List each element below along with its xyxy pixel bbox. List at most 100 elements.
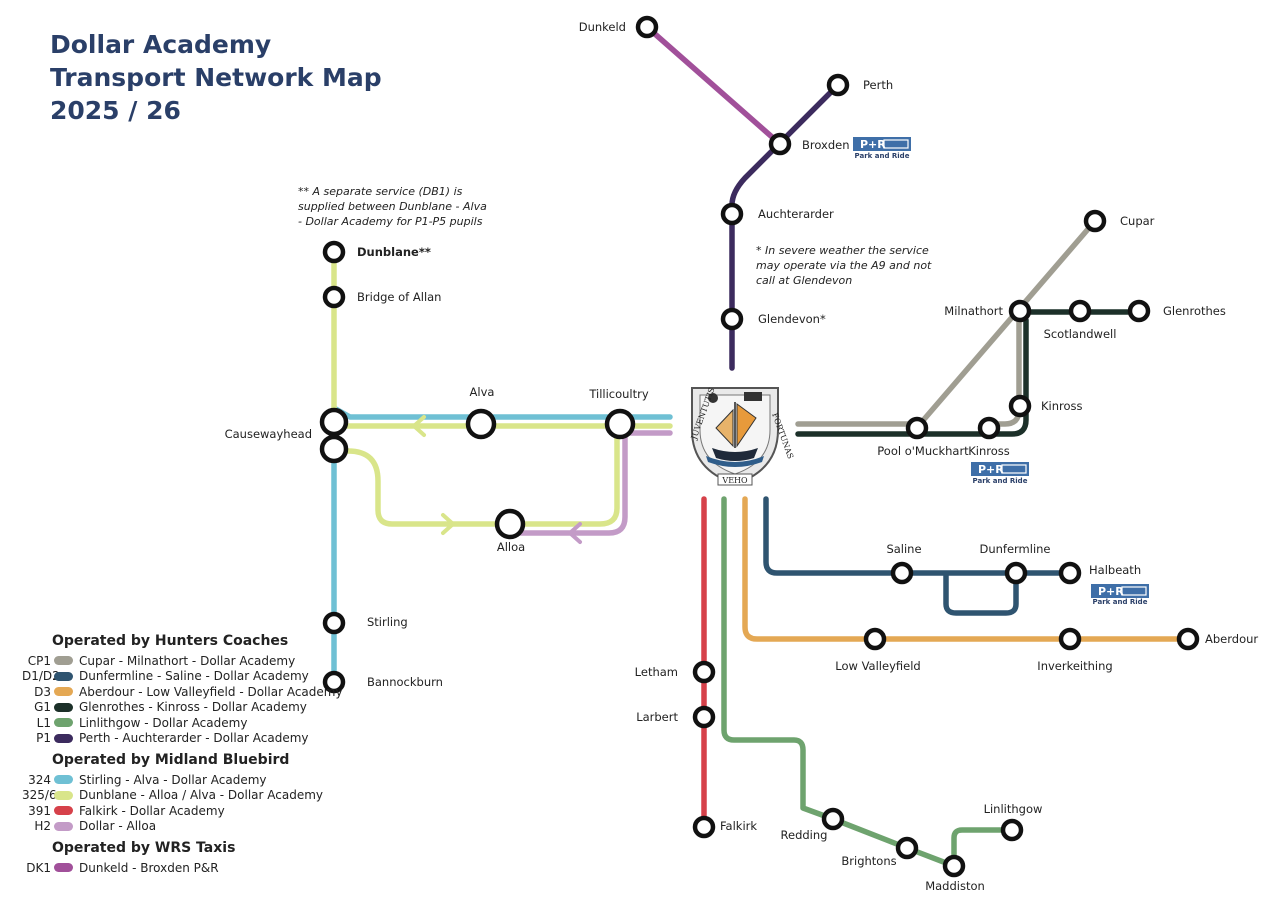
- station-kinross-upper[interactable]: [1008, 394, 1032, 418]
- park-and-ride-sign-text: P+R: [1098, 585, 1124, 598]
- dunblane-note: ** A separate service (DB1) is supplied …: [298, 185, 487, 228]
- arrow-h2-westbound: [568, 522, 582, 544]
- station-halbeath[interactable]: [1058, 561, 1082, 585]
- station-milnathort[interactable]: [1008, 299, 1032, 323]
- station-glenrothes[interactable]: [1127, 299, 1151, 323]
- legend-route-swatch: [54, 656, 73, 666]
- station-bannockburn[interactable]: [322, 670, 346, 694]
- station-causewayhead-north[interactable]: [319, 407, 349, 437]
- title-line-3: 2025 / 26: [50, 96, 181, 125]
- station-tillicoultry[interactable]: [604, 408, 636, 440]
- station-linlithgow[interactable]: [1000, 818, 1024, 842]
- label-letham: Letham: [635, 665, 678, 679]
- legend-route-code: CP1: [27, 653, 51, 668]
- legend-route-swatch: [54, 806, 73, 816]
- station-aberdour[interactable]: [1176, 627, 1200, 651]
- book-icon: [744, 392, 762, 401]
- station-kinross-lower[interactable]: [977, 416, 1001, 440]
- legend-route-code: 325/6: [22, 788, 57, 803]
- label-glenrothes: Glenrothes: [1163, 304, 1226, 318]
- label-dunfermline: Dunfermline: [979, 542, 1050, 556]
- glendevon-note: * In severe weather the service may oper…: [756, 244, 932, 287]
- station-bridge-of-allan[interactable]: [322, 285, 346, 309]
- station-pool-o-muckhart[interactable]: [905, 416, 929, 440]
- label-causewayhead: Causewayhead: [225, 427, 312, 441]
- station-dunblane[interactable]: [322, 240, 346, 264]
- legend-operator-heading: Operated by WRS Taxis: [52, 840, 236, 856]
- legend-route-name: Stirling - Alva - Dollar Academy: [79, 772, 267, 787]
- legend-route-swatch: [54, 718, 73, 728]
- station-cupar[interactable]: [1083, 209, 1107, 233]
- label-larbert: Larbert: [636, 710, 678, 724]
- bus-icon: [1001, 464, 1027, 474]
- label-linlithgow: Linlithgow: [984, 802, 1043, 816]
- station-inverkeithing[interactable]: [1058, 627, 1082, 651]
- legend-route-code: 324: [28, 772, 51, 787]
- legend-route-swatch: [54, 821, 73, 831]
- label-redding: Redding: [781, 828, 828, 842]
- park-and-ride-label: Park and Ride: [855, 152, 910, 160]
- station-letham[interactable]: [692, 660, 716, 684]
- legend-operator-heading: Operated by Midland Bluebird: [52, 752, 290, 768]
- station-alva[interactable]: [465, 408, 497, 440]
- legend-route-swatch: [54, 863, 73, 873]
- station-broxden[interactable]: [768, 132, 792, 156]
- label-alloa: Alloa: [497, 540, 525, 554]
- station-dunfermline[interactable]: [1004, 561, 1028, 585]
- station-auchterarder[interactable]: [720, 202, 744, 226]
- station-brightons[interactable]: [895, 836, 919, 860]
- station-causewayhead-south[interactable]: [319, 434, 349, 464]
- station-larbert[interactable]: [692, 705, 716, 729]
- station-maddiston[interactable]: [942, 854, 966, 878]
- legend-route-swatch: [54, 702, 73, 712]
- label-alva: Alva: [470, 385, 495, 399]
- station-low-valleyfield[interactable]: [863, 627, 887, 651]
- title-line-2: Transport Network Map: [50, 63, 382, 92]
- legend-route-swatch: [54, 790, 73, 800]
- park-and-ride-sign-text: P+R: [978, 463, 1004, 476]
- label-perth: Perth: [863, 78, 893, 92]
- label-stirling: Stirling: [367, 615, 408, 629]
- legend-route-code: G1: [34, 700, 51, 715]
- legend-route-name: Perth - Auchterarder - Dollar Academy: [79, 731, 309, 746]
- legend-route-code: H2: [34, 819, 51, 834]
- station-stirling[interactable]: [322, 611, 346, 635]
- label-low-valleyfield: Low Valleyfield: [835, 659, 920, 673]
- map-title: Dollar Academy Transport Network Map 202…: [50, 28, 382, 127]
- station-dunkeld[interactable]: [635, 15, 659, 39]
- station-glendevon[interactable]: [720, 307, 744, 331]
- label-broxden: Broxden: [802, 138, 850, 152]
- station-saline[interactable]: [890, 561, 914, 585]
- label-maddiston: Maddiston: [925, 879, 985, 893]
- legend-route-swatch: [54, 775, 73, 785]
- label-milnathort: Milnathort: [944, 304, 1003, 318]
- arrow-325-westbound: [412, 415, 426, 437]
- label-aberdour: Aberdour: [1205, 632, 1258, 646]
- label-kinross-lower: Kinross: [968, 444, 1010, 458]
- park-and-ride-sign-text: P+R: [860, 138, 886, 151]
- label-dunblane: Dunblane**: [357, 245, 431, 259]
- route-d1-line: [763, 496, 1073, 616]
- title-line-1: Dollar Academy: [50, 30, 272, 59]
- station-scotlandwell[interactable]: [1068, 299, 1092, 323]
- legend-route-row: 324 Stirling - Alva - Dollar Academy: [22, 772, 343, 788]
- station-redding[interactable]: [821, 807, 845, 831]
- station-perth[interactable]: [826, 73, 850, 97]
- station-alloa[interactable]: [494, 508, 526, 540]
- legend-route-name: Dunfermline - Saline - Dollar Academy: [79, 669, 309, 684]
- station-falkirk[interactable]: [692, 815, 716, 839]
- legend-route-swatch: [54, 671, 73, 681]
- route-cp1-line: [795, 218, 1098, 427]
- label-brightons: Brightons: [841, 854, 896, 868]
- lamp-icon: [708, 393, 718, 403]
